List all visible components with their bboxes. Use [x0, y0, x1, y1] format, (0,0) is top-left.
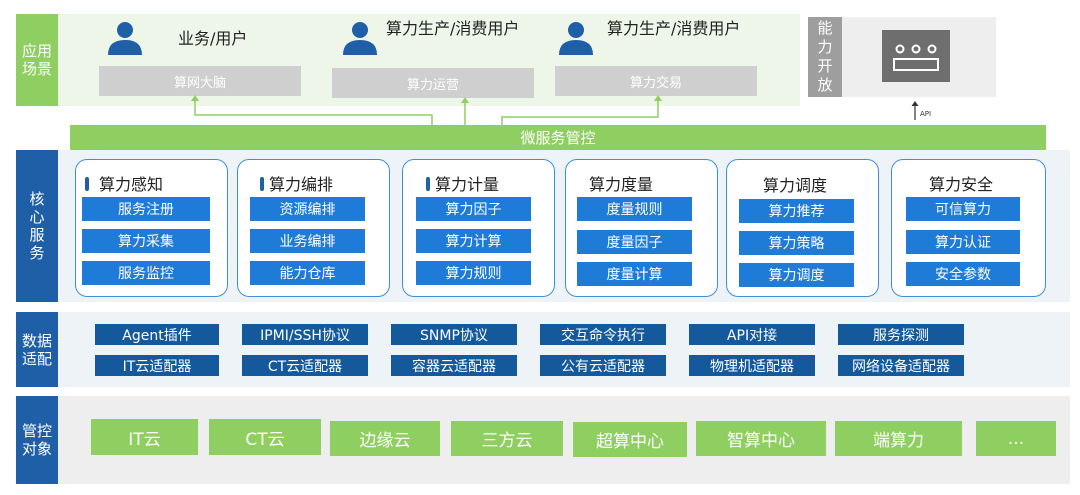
- module-item[interactable]: 能力仓库: [250, 261, 365, 285]
- module-item[interactable]: 算力因子: [416, 197, 531, 221]
- user-name: 算力生产/消费用户: [607, 19, 741, 38]
- module-title: 算力编排: [260, 171, 333, 195]
- module-title: 算力感知: [85, 171, 163, 195]
- module-item[interactable]: 服务注册: [82, 197, 210, 221]
- adapter-item[interactable]: 网络设备适配器: [838, 355, 964, 376]
- adapter-item[interactable]: 服务探测: [838, 324, 964, 345]
- layer-label-targets: 管控对象: [16, 396, 58, 484]
- module-title: 算力调度: [762, 176, 827, 195]
- target-item[interactable]: 超算中心: [573, 422, 687, 457]
- scenario-bar: 算力交易: [555, 66, 757, 96]
- adapter-item[interactable]: 容器云适配器: [391, 355, 517, 376]
- user-icon: [343, 22, 377, 55]
- module-item[interactable]: 算力调度: [739, 263, 854, 287]
- user-icon: [559, 22, 593, 55]
- adapter-item[interactable]: IPMI/SSH协议: [242, 324, 368, 345]
- adapter-item[interactable]: 公有云适配器: [540, 355, 666, 376]
- module-item[interactable]: 度量计算: [577, 262, 692, 286]
- api-text: API: [920, 110, 932, 118]
- module-item[interactable]: 算力规则: [416, 261, 531, 285]
- module-item[interactable]: 可信算力: [906, 197, 1020, 221]
- adapter-item[interactable]: 物理机适配器: [689, 355, 815, 376]
- target-item[interactable]: 边缘云: [330, 421, 440, 456]
- module-item[interactable]: 度量因子: [577, 230, 692, 254]
- target-item[interactable]: CT云: [209, 419, 321, 455]
- adapter-item[interactable]: SNMP协议: [391, 324, 517, 345]
- capability-open-label: 能力开放: [808, 17, 842, 97]
- scenario-bar: 算网大脑: [99, 66, 301, 96]
- module-title: 算力计量: [426, 171, 499, 195]
- module-item[interactable]: 安全参数: [906, 262, 1020, 286]
- target-item[interactable]: 三方云: [451, 421, 563, 456]
- target-item[interactable]: IT云: [91, 419, 198, 455]
- layer-label-core: 核心服务: [16, 150, 58, 302]
- module-item[interactable]: 算力推荐: [739, 199, 854, 223]
- user-name: 业务/用户: [178, 29, 248, 48]
- layer-label-adapters: 数据适配: [16, 312, 58, 387]
- title-marker-icon: [260, 177, 264, 191]
- module-item[interactable]: 算力认证: [906, 230, 1020, 254]
- user-name: 算力生产/消费用户: [386, 19, 520, 38]
- module-item[interactable]: 资源编排: [250, 197, 365, 221]
- module-item[interactable]: 算力计算: [416, 229, 531, 253]
- module-title: 算力安全: [928, 175, 993, 194]
- scenario-bar: 算力运营: [332, 68, 534, 98]
- module-item[interactable]: 业务编排: [250, 229, 365, 253]
- api-gateway-icon: [882, 30, 950, 82]
- user-icon: [108, 22, 142, 55]
- module-item[interactable]: 度量规则: [577, 197, 692, 221]
- arrow-up-icon: [911, 101, 919, 120]
- adapter-item[interactable]: IT云适配器: [95, 355, 219, 376]
- layer-label-application: 应用场景: [16, 14, 58, 106]
- title-marker-icon: [426, 177, 430, 191]
- module-item[interactable]: 算力采集: [82, 229, 210, 253]
- module-title: 算力度量: [588, 175, 653, 194]
- adapter-item[interactable]: CT云适配器: [242, 355, 368, 376]
- module-item[interactable]: 服务监控: [82, 261, 210, 285]
- adapter-item[interactable]: 交互命令执行: [540, 324, 666, 345]
- target-item[interactable]: 端算力: [835, 421, 962, 456]
- target-item[interactable]: 智算中心: [696, 421, 826, 456]
- module-item[interactable]: 算力策略: [739, 231, 854, 255]
- connector-arrows: [191, 95, 662, 125]
- microservice-bar: 微服务管控: [70, 125, 1046, 150]
- adapter-item[interactable]: Agent插件: [95, 324, 219, 345]
- title-marker-icon: [85, 177, 89, 191]
- target-item-more[interactable]: ...: [976, 421, 1056, 456]
- adapter-item[interactable]: API对接: [689, 324, 815, 345]
